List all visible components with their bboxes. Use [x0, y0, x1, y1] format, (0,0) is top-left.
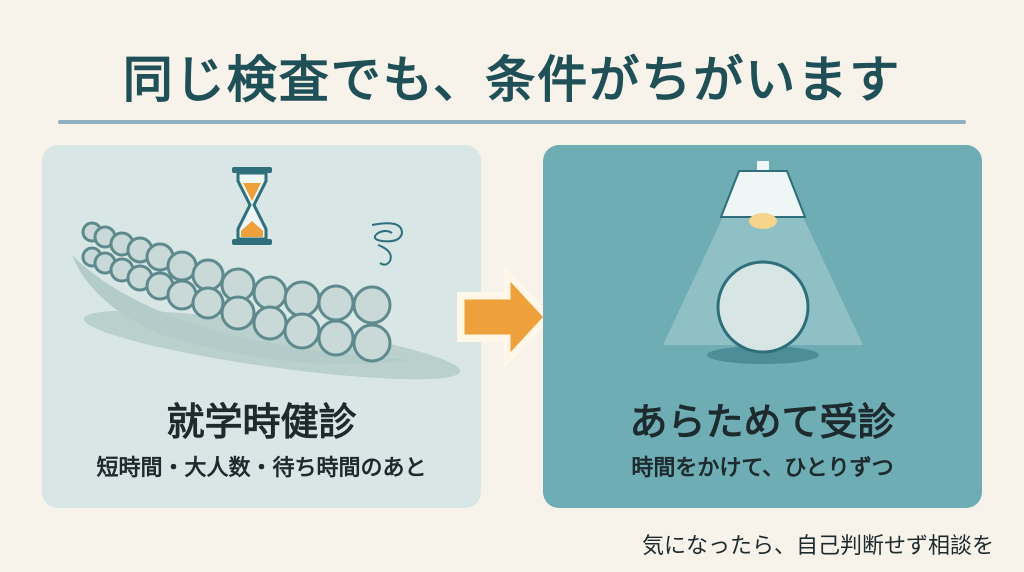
footnote: 気になったら、自己判断せず相談を	[641, 534, 994, 559]
lamp-illustration	[663, 161, 863, 364]
arrow-right-icon	[457, 266, 553, 368]
crowd-icon	[81, 221, 392, 363]
right-subtitle: 時間をかけて、ひとりずつ	[631, 456, 894, 481]
crowd-base	[72, 255, 412, 365]
page-title: 同じ検査でも、条件がちがいます	[122, 51, 902, 109]
title-divider	[58, 120, 966, 124]
left-heading: 就学時健診	[166, 400, 357, 444]
left-panel: 就学時健診 短時間・大人数・待ち時間のあと	[42, 145, 481, 508]
right-panel: あらためて受診 時間をかけて、ひとりずつ	[543, 145, 982, 508]
crowd-illustration	[72, 167, 461, 380]
right-heading: あらためて受診	[629, 400, 896, 444]
left-subtitle: 短時間・大人数・待ち時間のあと	[96, 456, 427, 481]
hourglass-icon	[232, 167, 272, 245]
swirl-icon	[371, 222, 404, 266]
person-icon	[716, 260, 810, 354]
person-shadow	[707, 346, 819, 364]
lamp-icon	[719, 161, 807, 229]
